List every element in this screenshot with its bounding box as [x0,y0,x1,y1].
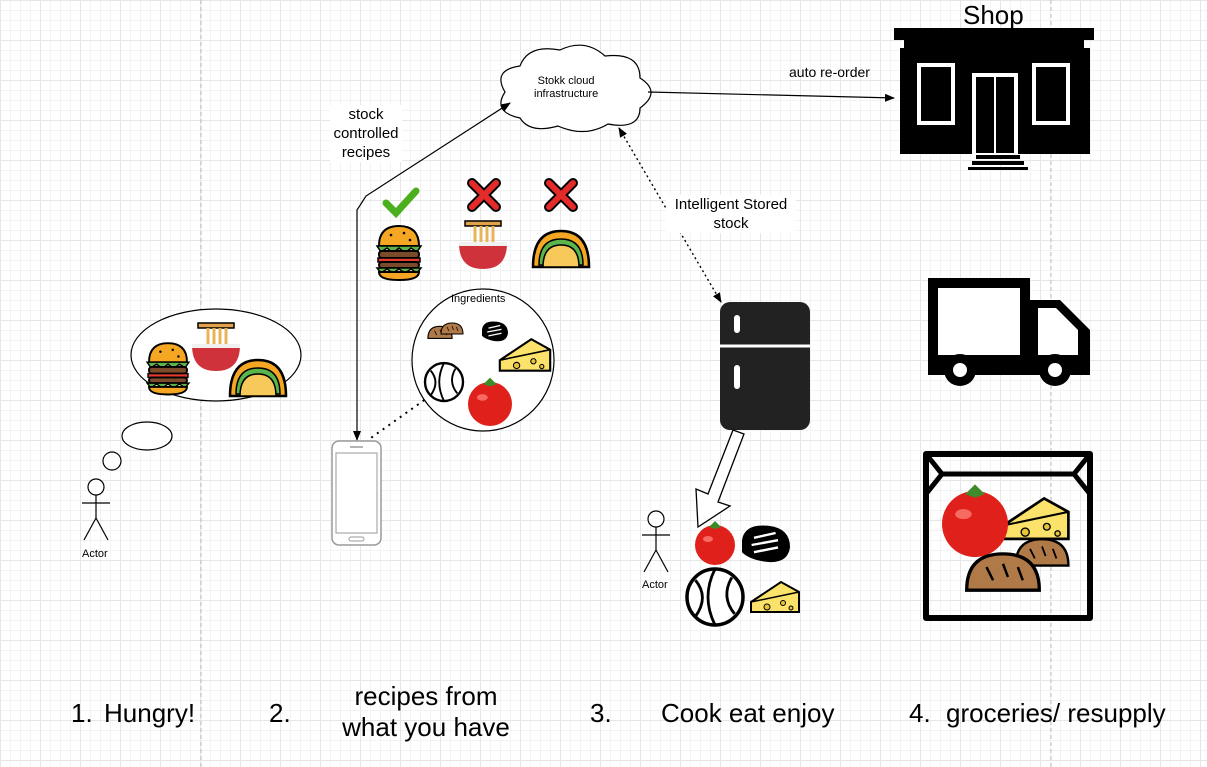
steak-icon [481,320,509,342]
shop-label: Shop [963,0,1024,30]
burger-icon [376,225,422,281]
arrow-phone-to-cloud [353,102,511,441]
truck-icon [928,278,1090,386]
cabbage-icon [423,361,465,403]
burger-icon [146,342,190,396]
actor-label: Actor [82,548,108,560]
tomato-icon [695,521,735,565]
arrow-fridge-to-food [695,429,745,529]
shop-icon [894,28,1094,170]
ingredients-label: Ingredients [451,293,506,305]
actor-label: Actor [642,579,668,591]
step-3-label: Cook eat enjoy [661,698,835,728]
auto-reorder-label: auto re-order [789,64,870,80]
intelligent-stock-label: Intelligent Stored stock [666,195,796,233]
step-1-label: Hungry! [104,698,196,728]
grocery-bag-icon [923,451,1093,621]
thought-bubble-small [121,421,173,451]
check-icon [386,191,416,213]
taco-icon [531,229,591,269]
fridge-icon [720,302,810,430]
noodle-bowl-icon [457,219,509,271]
cloud-shape[interactable] [500,44,652,133]
phone-icon[interactable] [331,440,382,546]
cabbage-icon [685,567,745,627]
stock-controlled-recipes-label: stock controlled recipes [330,105,402,162]
step-4-number: 4. [909,698,931,728]
step-3-number: 3. [590,698,612,728]
bread-icon [440,322,464,335]
actor-cook-icon [642,510,670,573]
step-2-number: 2. [269,698,291,728]
steak-icon [740,524,792,564]
step-1-number: 1. [71,698,93,728]
actor-hungry-icon [82,478,110,541]
arrow-cloud-to-shop [647,91,895,102]
step-4-label: groceries/ resupply [946,698,1166,728]
cross-icon [549,183,573,207]
cloud-label: Stokk cloud infrastructure [534,75,599,100]
cross-icon [472,183,496,207]
cheese-icon [750,581,800,613]
thought-bubble-dot [102,451,122,471]
step-2-label: recipes from what you have [342,681,510,742]
arrow-ingredients-to-phone [367,395,431,441]
